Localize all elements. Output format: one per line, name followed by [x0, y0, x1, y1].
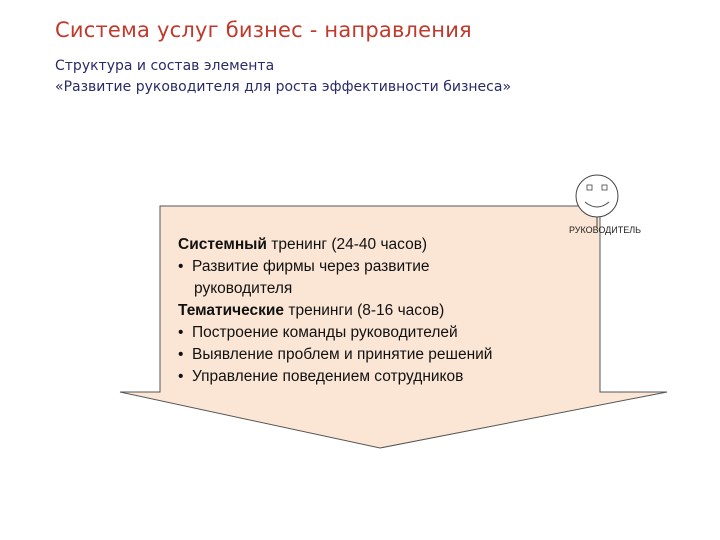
- person-label: РУКОВОДИТЕЛЬ: [568, 225, 642, 235]
- list-item: • Построение команды руководителей: [178, 322, 492, 344]
- bullet-icon: •: [178, 324, 184, 341]
- page-subtitle: Структура и состав элемента «Развитие ру…: [55, 56, 511, 98]
- thematic-heading-bold: Тематические: [178, 302, 285, 319]
- list-item: • Развитие фирмы через развитие: [178, 256, 492, 278]
- list-item-text: Развитие фирмы через развитие: [192, 258, 430, 275]
- thematic-heading: Тематические тренинги (8-16 часов): [178, 300, 492, 322]
- list-item: • Управление поведением сотрудников: [178, 366, 492, 388]
- subtitle-line-2: «Развитие руководителя для роста эффекти…: [55, 79, 512, 95]
- systemic-heading-bold: Системный: [178, 236, 267, 253]
- thematic-heading-rest: тренинги (8-16 часов): [284, 302, 445, 319]
- down-arrow-block: [119, 205, 668, 449]
- person-face-icon: [575, 174, 619, 228]
- systemic-heading-rest: тренинг (24-40 часов): [266, 236, 428, 253]
- bullet-icon: •: [178, 368, 184, 385]
- subtitle-line-1: Структура и состав элемента: [55, 58, 275, 74]
- list-item-continuation: руководителя: [194, 280, 293, 297]
- diagram-content: Системный тренинг (24-40 часов) • Развити…: [178, 234, 492, 388]
- list-item-text: Выявление проблем и принятие решений: [192, 346, 493, 363]
- list-item-text: Управление поведением сотрудников: [192, 368, 464, 385]
- list-item-text: Построение команды руководителей: [192, 324, 458, 341]
- systemic-heading: Системный тренинг (24-40 часов): [178, 234, 492, 256]
- page-title: Система услуг бизнес - направления: [55, 18, 472, 42]
- bullet-icon: •: [178, 346, 184, 363]
- list-item: • Выявление проблем и принятие решений: [178, 344, 492, 366]
- bullet-icon: •: [178, 258, 184, 275]
